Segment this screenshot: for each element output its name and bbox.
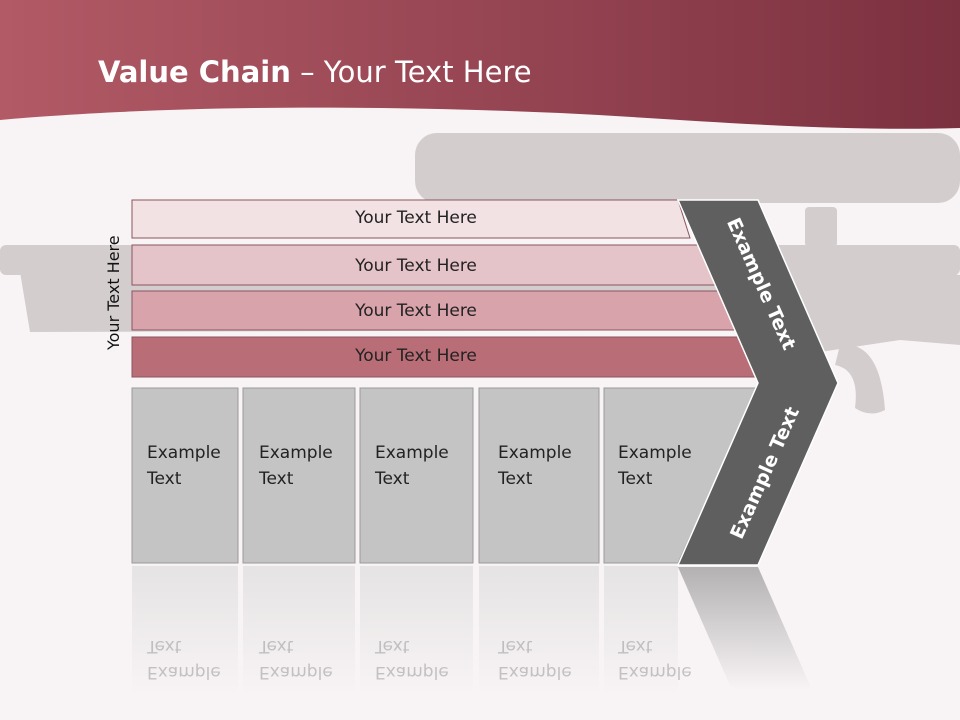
chevron-reflection: [678, 567, 812, 690]
box-reflection-1: [132, 566, 238, 696]
box-reflection-4: [479, 566, 599, 696]
box-5: [603, 387, 759, 564]
box-reflection-3: [360, 566, 473, 696]
bar-1: [131, 199, 691, 239]
title-bold: Value Chain: [98, 55, 291, 89]
box-1: [131, 387, 239, 564]
chevron-arrow: [676, 199, 839, 566]
bar-label-1: Your Text Here: [355, 208, 477, 228]
box-reflection-5: [604, 566, 678, 696]
header-band: [0, 0, 960, 129]
box-2: [242, 387, 356, 564]
side-label: Your Text Here: [104, 235, 123, 350]
box-3: [359, 387, 474, 564]
slide-title: Value Chain – Your Text Here: [98, 55, 532, 89]
box-4: [478, 387, 600, 564]
box-reflection-2: [243, 566, 355, 696]
bar-label-3: Your Text Here: [355, 301, 477, 321]
title-rest: – Your Text Here: [290, 55, 532, 89]
bar-label-2: Your Text Here: [355, 256, 477, 276]
bar-label-4: Your Text Here: [355, 346, 477, 366]
